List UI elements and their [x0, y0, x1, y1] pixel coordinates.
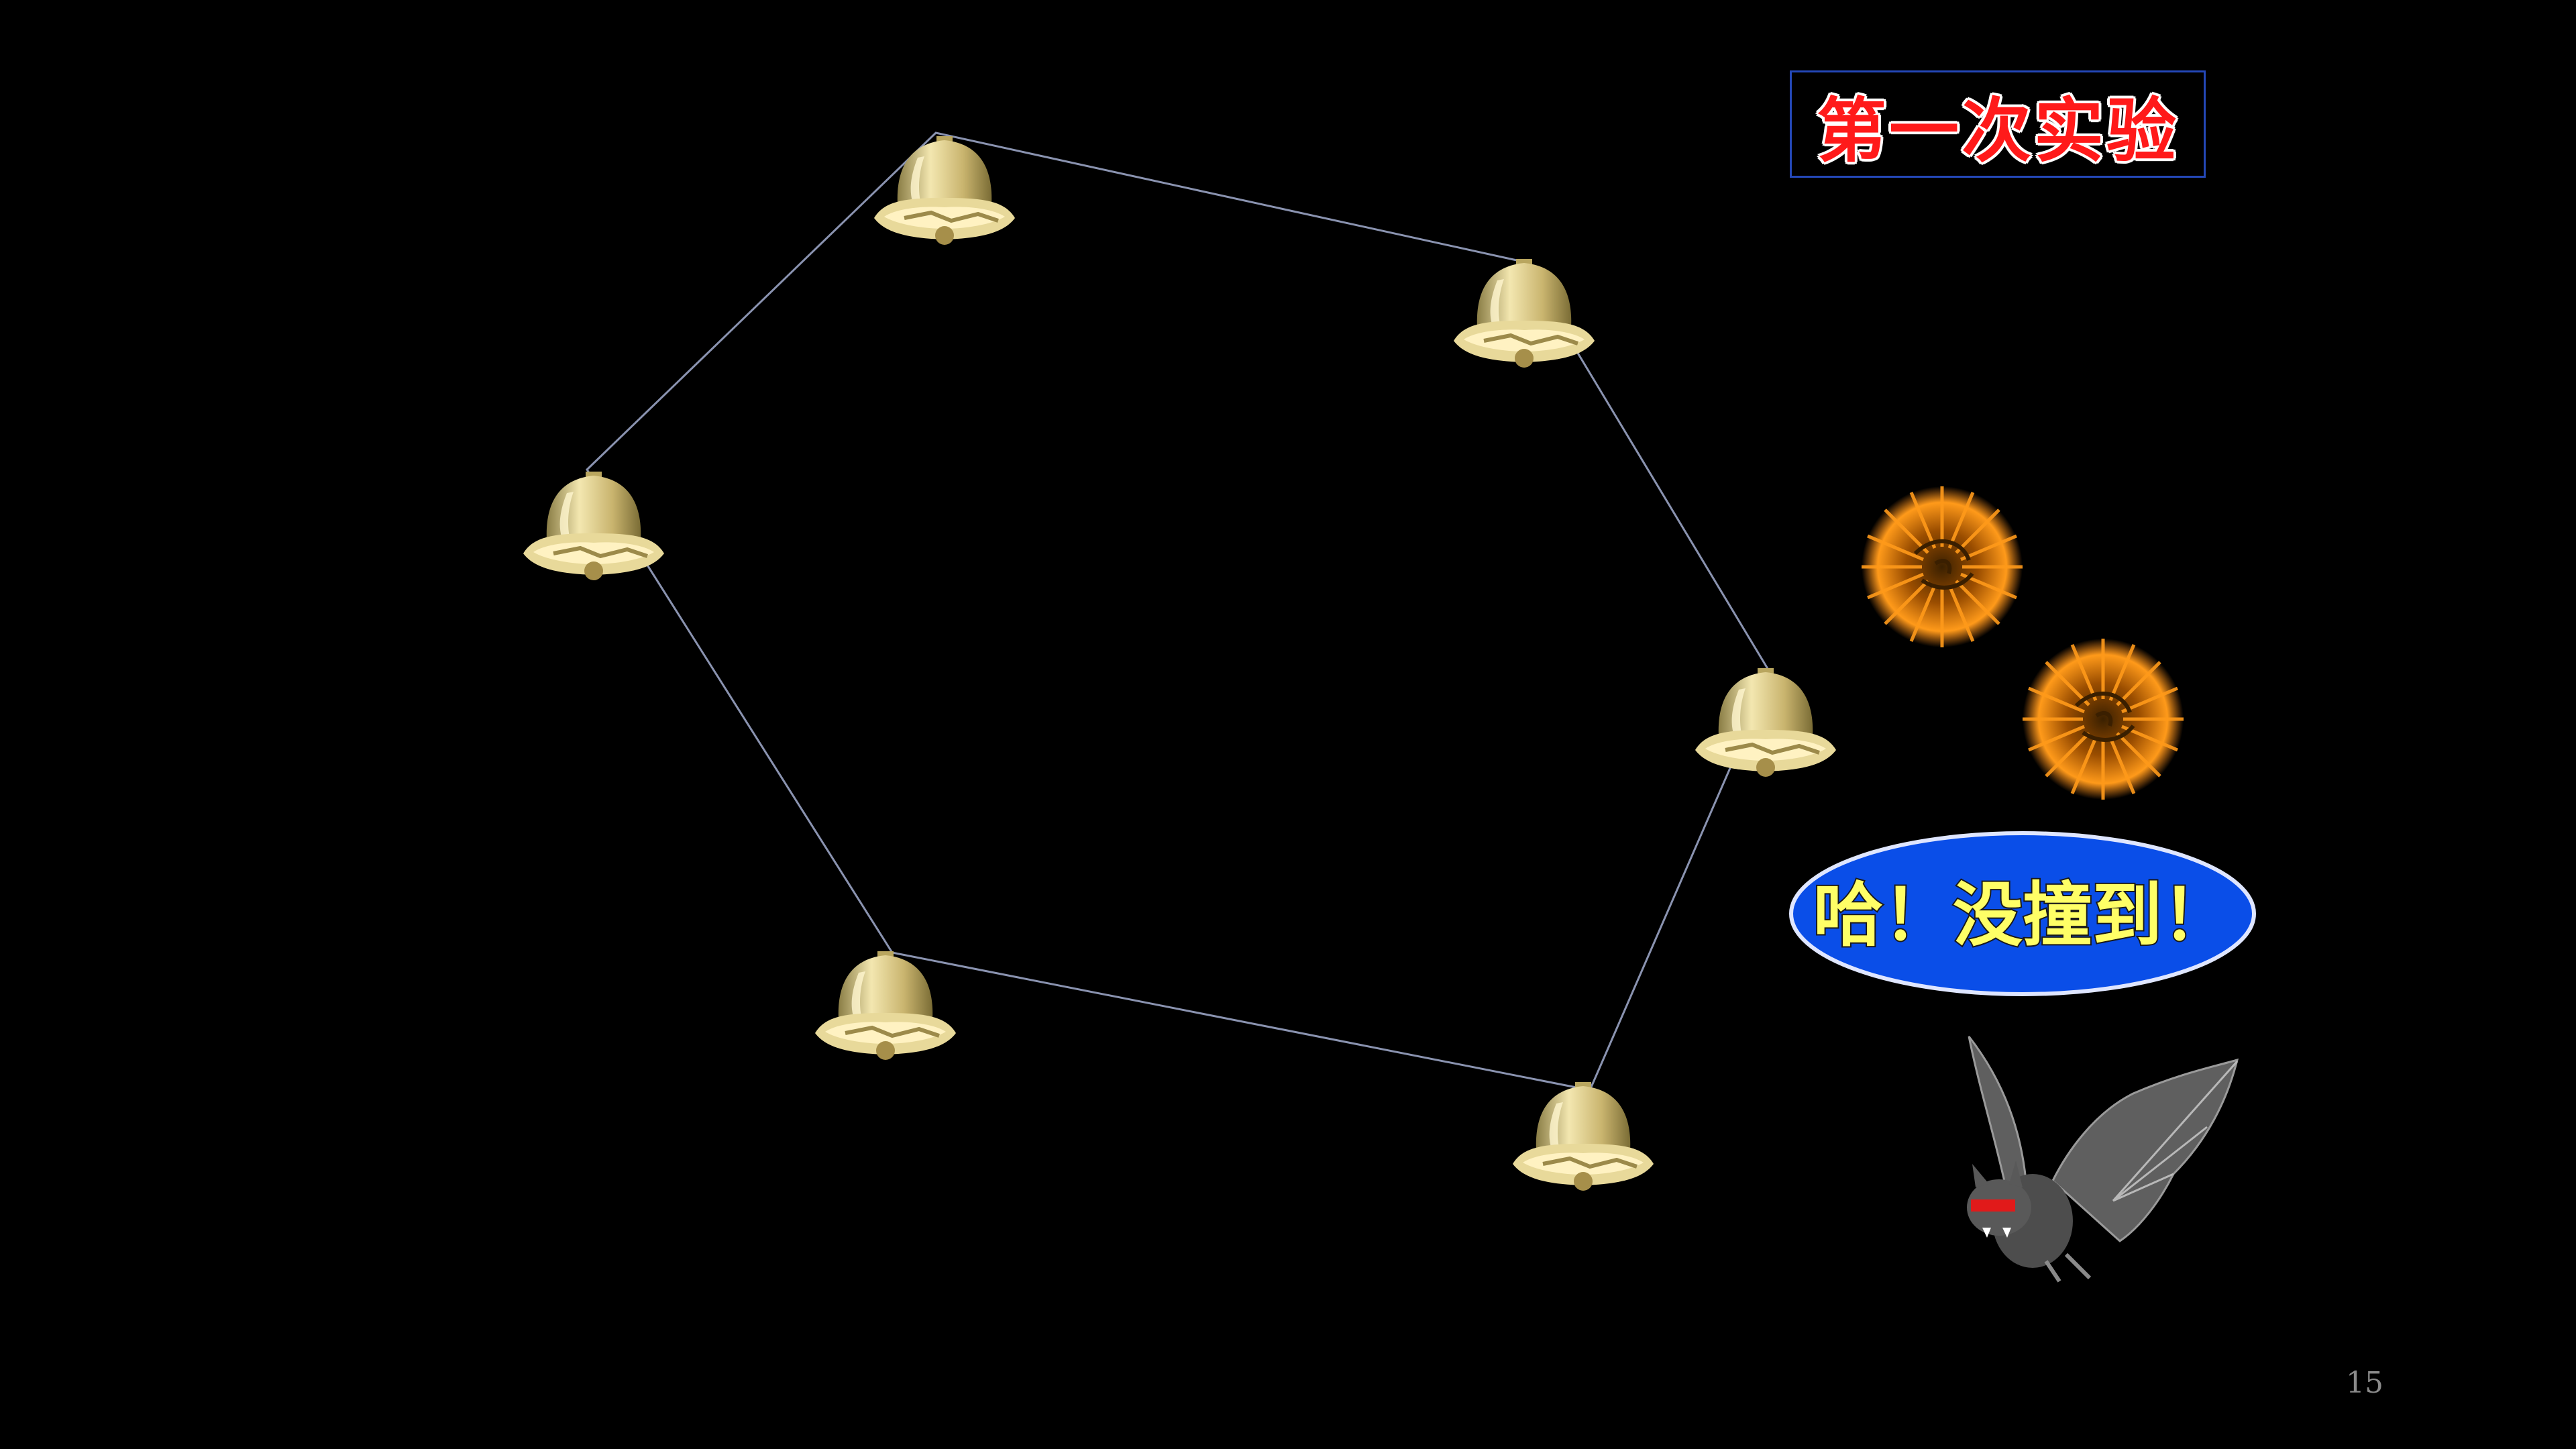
- firework-burst-icon: [2023, 639, 2184, 800]
- bell-icon: [815, 951, 956, 1060]
- firework-burst-icon: [1862, 486, 2023, 647]
- hexagon-path: [586, 131, 1772, 1091]
- speech-bubble: 哈！没撞到！: [1789, 831, 2256, 996]
- bell-icon: [523, 472, 664, 580]
- page-number: 15: [2346, 1366, 2383, 1400]
- bat-icon: [1967, 1036, 2239, 1283]
- title-box: 第一次实验: [1790, 70, 2206, 178]
- bell-icon: [874, 136, 1015, 245]
- bell-icon: [1454, 259, 1595, 368]
- bell-icon: [1513, 1082, 1654, 1191]
- bell-icon: [1695, 668, 1836, 777]
- speech-bubble-text: 哈！没撞到！: [1813, 874, 2232, 956]
- slide-title: 第一次实验: [1816, 89, 2179, 172]
